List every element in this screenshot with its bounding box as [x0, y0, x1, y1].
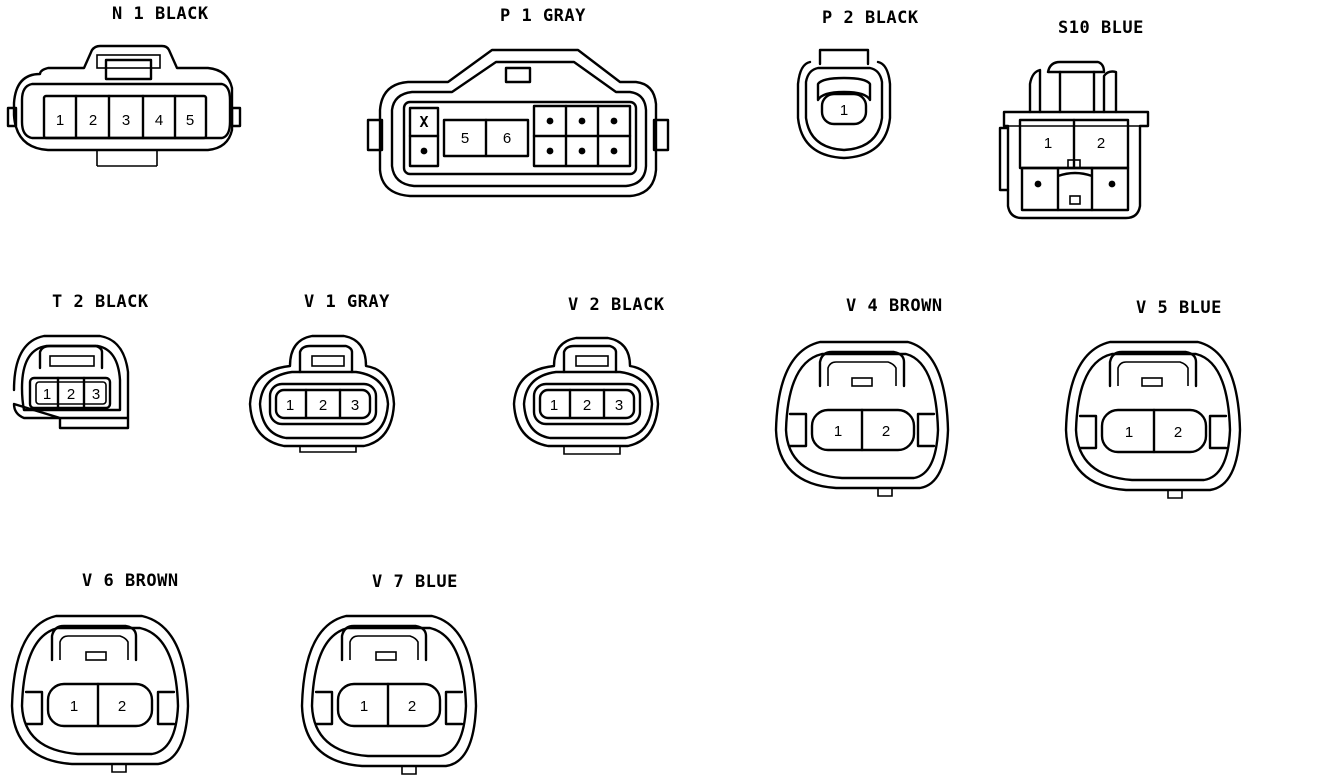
- n1-pin-3: 3: [122, 112, 130, 129]
- t2-pin-2: 2: [67, 386, 75, 403]
- connector-v5-label: V 5 BLUE: [1136, 298, 1222, 318]
- n1-pin-1: 1: [56, 112, 64, 129]
- connector-v7-label: V 7 BLUE: [372, 572, 458, 592]
- v1-pin-3: 3: [351, 397, 359, 414]
- v2-pin-1: 1: [550, 397, 558, 414]
- connector-p1: P 1 GRAY X 5 6: [366, 6, 670, 198]
- p2-pin-1: 1: [840, 102, 848, 119]
- connector-t2: T 2 BLACK 1 2 3: [12, 292, 149, 430]
- s10-pin-2: 2: [1097, 135, 1105, 152]
- t2-pin-1: 1: [43, 386, 51, 403]
- v2-pin-3: 3: [615, 397, 623, 414]
- v1-pin-1: 1: [286, 397, 294, 414]
- connector-s10: S10 BLUE 1 2: [998, 18, 1150, 220]
- connector-v1: V 1 GRAY 1 2 3: [248, 292, 396, 453]
- v4-pin-2: 2: [882, 423, 890, 440]
- connector-t2-label: T 2 BLACK: [52, 292, 149, 312]
- connector-v7: V 7 BLUE 1 2: [300, 572, 478, 775]
- n1-pin-5: 5: [186, 112, 194, 129]
- t2-pin-3: 3: [92, 386, 100, 403]
- p1-pin-x: X: [419, 113, 428, 131]
- v4-pin-1: 1: [834, 423, 842, 440]
- v6-pin-2: 2: [118, 698, 126, 715]
- connector-v4-label: V 4 BROWN: [846, 296, 943, 316]
- v2-pin-2: 2: [583, 397, 591, 414]
- p1-pin-6: 6: [503, 130, 511, 147]
- connector-v6-label: V 6 BROWN: [82, 571, 179, 591]
- v5-pin-1: 1: [1125, 424, 1133, 441]
- connector-v2-label: V 2 BLACK: [568, 295, 665, 315]
- v6-pin-1: 1: [70, 698, 78, 715]
- v7-pin-1: 1: [360, 698, 368, 715]
- connector-v1-label: V 1 GRAY: [304, 292, 390, 312]
- connector-p2-label: P 2 BLACK: [822, 8, 919, 28]
- connector-s10-label: S10 BLUE: [1058, 18, 1144, 38]
- n1-pin-4: 4: [155, 112, 163, 129]
- connector-p1-label: P 1 GRAY: [500, 6, 586, 26]
- n1-pin-2: 2: [89, 112, 97, 129]
- connector-n1: N 1 BLACK 1 2 3 4 5: [6, 4, 242, 167]
- connector-v2: V 2 BLACK 1 2 3: [512, 295, 665, 455]
- connector-v5: V 5 BLUE 1 2: [1064, 298, 1242, 499]
- connector-p2: P 2 BLACK 1: [796, 8, 919, 160]
- connector-v6: V 6 BROWN 1 2: [10, 571, 190, 773]
- s10-pin-1: 1: [1044, 135, 1052, 152]
- connector-n1-label: N 1 BLACK: [112, 4, 209, 24]
- p1-pin-5: 5: [461, 130, 469, 147]
- v5-pin-2: 2: [1174, 424, 1182, 441]
- v1-pin-2: 2: [319, 397, 327, 414]
- connector-v4: V 4 BROWN 1 2: [774, 296, 950, 497]
- v7-pin-2: 2: [408, 698, 416, 715]
